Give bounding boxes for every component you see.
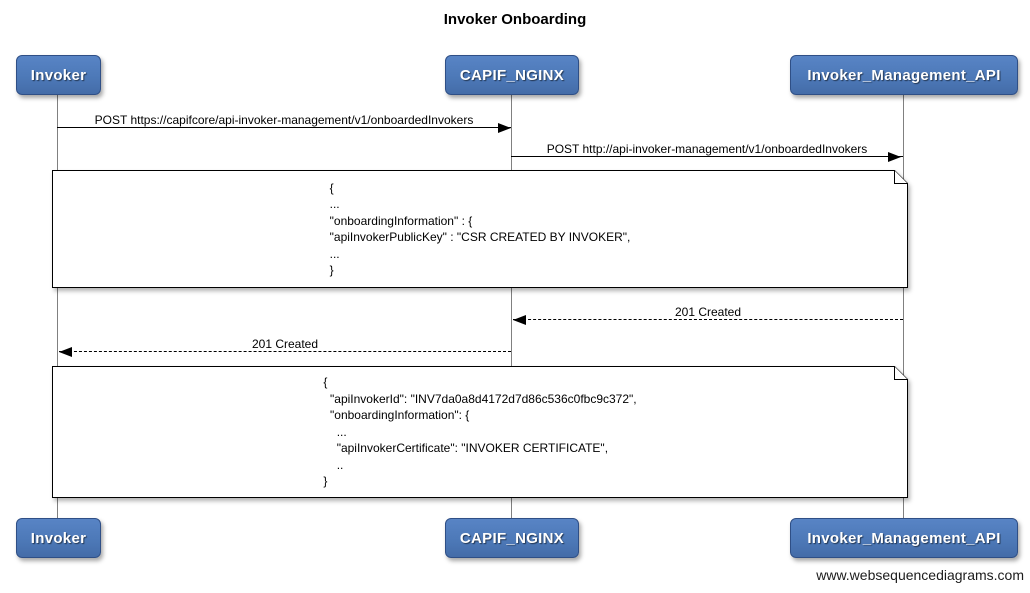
note-response-body: { "apiInvokerId": "INV7da0a8d4172d7d86c5… xyxy=(52,366,908,498)
note-line: "apiInvokerCertificate": "INVOKER CERTIF… xyxy=(323,441,609,456)
actor-invoker-management-api-top: Invoker_Management_API xyxy=(790,55,1018,95)
note-line: { xyxy=(323,375,328,390)
message-line xyxy=(511,156,903,157)
note-text-block: { ... "onboardingInformation" : { "apiIn… xyxy=(330,180,631,279)
diagram-title: Invoker Onboarding xyxy=(443,11,587,28)
message-line-dashed xyxy=(513,319,903,320)
message-label: POST http://api-invoker-management/v1/on… xyxy=(546,142,868,156)
arrowhead-left-icon xyxy=(59,347,72,357)
message-post-onboarded-invokers-https: POST https://capifcore/api-invoker-manag… xyxy=(57,108,511,128)
note-request-body: { ... "onboardingInformation" : { "apiIn… xyxy=(52,170,908,288)
note-line: { xyxy=(329,180,334,195)
note-line: "onboardingInformation": { xyxy=(323,408,470,423)
message-label: 201 Created xyxy=(251,337,319,351)
watermark-websequencediagrams: www.websequencediagrams.com xyxy=(816,567,1024,583)
note-line: "apiInvokerId": "INV7da0a8d4172d7d86c536… xyxy=(323,391,637,406)
message-post-onboarded-invokers-http: POST http://api-invoker-management/v1/on… xyxy=(511,137,903,157)
note-text-block: { "apiInvokerId": "INV7da0a8d4172d7d86c5… xyxy=(323,374,636,490)
message-label: POST https://capifcore/api-invoker-manag… xyxy=(94,113,474,127)
note-paper-icon xyxy=(52,366,908,498)
note-line: } xyxy=(323,474,328,489)
arrowhead-right-icon xyxy=(888,152,901,162)
lifeline-capif-nginx xyxy=(511,93,512,518)
actor-capif-nginx-bottom: CAPIF_NGINX xyxy=(445,518,579,558)
message-line xyxy=(57,127,511,128)
note-line: "apiInvokerPublicKey" : "CSR CREATED BY … xyxy=(329,230,631,244)
lifeline-invoker-management-api xyxy=(903,93,904,518)
actor-invoker-top: Invoker xyxy=(16,55,101,95)
note-line: ... xyxy=(329,197,340,211)
note-line: } xyxy=(329,263,334,277)
message-201-created-to-nginx: 201 Created xyxy=(513,300,903,320)
arrowhead-right-icon xyxy=(498,123,511,133)
note-paper-icon xyxy=(52,170,908,288)
lifeline-invoker xyxy=(57,93,58,518)
note-line: .. xyxy=(323,457,344,472)
note-line: ... xyxy=(323,424,347,439)
arrowhead-left-icon xyxy=(513,315,526,325)
actor-capif-nginx-top: CAPIF_NGINX xyxy=(445,55,579,95)
message-line-dashed xyxy=(59,351,511,352)
message-label: 201 Created xyxy=(674,305,742,319)
actor-invoker-management-api-bottom: Invoker_Management_API xyxy=(790,518,1018,558)
note-line: "onboardingInformation" : { xyxy=(329,213,473,228)
actor-invoker-bottom: Invoker xyxy=(16,518,101,558)
message-201-created-to-invoker: 201 Created xyxy=(59,332,511,352)
note-line: ... xyxy=(329,246,340,261)
